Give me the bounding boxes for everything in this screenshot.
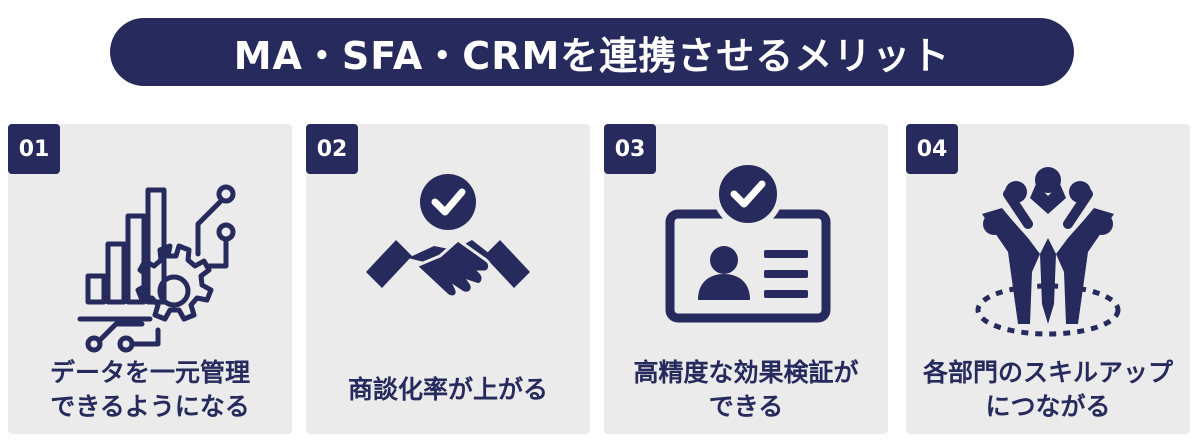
handshake-check-icon: [366, 174, 530, 299]
card-number-badge: 01: [8, 124, 60, 174]
title-banner: MA・SFA・CRMを連携させるメリット: [110, 18, 1074, 86]
card-number: 02: [316, 136, 348, 162]
card-label-line: できるようになる: [50, 392, 250, 421]
card-number-badge: 03: [604, 124, 656, 174]
card-number-badge: 04: [906, 124, 958, 174]
card-label: データを一元管理 できるようになる: [8, 350, 292, 430]
profile-card-check-icon: [665, 159, 831, 323]
card-label: 商談化率が上がる: [306, 350, 590, 430]
card-02: 02 商談化率が上がる: [306, 124, 590, 434]
card-label-line: データを一元管理: [49, 358, 250, 388]
card-number: 03: [614, 136, 646, 162]
card-number-badge: 02: [306, 124, 358, 174]
card-04: 04 各部門のスキルアップ につながる: [906, 124, 1190, 434]
page-title: MA・SFA・CRMを連携させるメリット: [233, 33, 951, 78]
card-label-line: 各部門のスキルアップ: [922, 358, 1173, 388]
card-label-line: につながる: [985, 392, 1111, 421]
card-label: 各部門のスキルアップ につながる: [906, 350, 1190, 430]
card-label-line: 高精度な効果検証が: [633, 358, 859, 388]
card-label: 高精度な効果検証が できる: [604, 350, 888, 430]
team-circle-icon: [975, 167, 1121, 337]
card-01: 01 データを一元管理 できるようになる: [8, 124, 292, 434]
analytics-gear-icon: [77, 184, 236, 353]
card-number: 04: [916, 136, 948, 162]
card-label-line: できる: [708, 392, 784, 421]
card-label-line: 商談化率が上がる: [347, 375, 548, 405]
card-number: 01: [18, 136, 50, 162]
card-03: 03 高精度な効果検証が できる: [604, 124, 888, 434]
